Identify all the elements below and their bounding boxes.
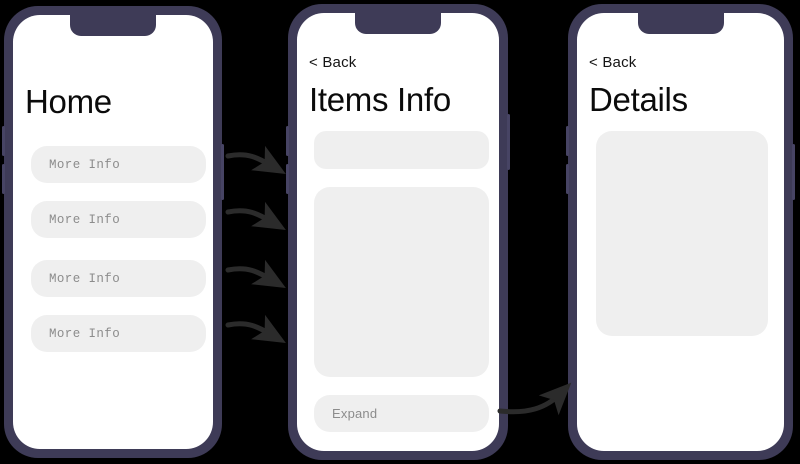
- more-info-label: More Info: [49, 212, 121, 227]
- detail-card: [596, 131, 768, 336]
- power-button[interactable]: [792, 144, 795, 200]
- flow-arrow-4: [225, 314, 286, 343]
- expand-label: Expand: [332, 406, 378, 421]
- phone-notch: [355, 13, 441, 34]
- more-info-button-4[interactable]: More Info: [31, 315, 206, 352]
- page-title-items-info: Items Info: [309, 81, 451, 118]
- phone-notch: [637, 13, 724, 34]
- more-info-button-3[interactable]: More Info: [31, 260, 206, 297]
- flow-arrow-2: [225, 201, 286, 230]
- more-info-button-2[interactable]: More Info: [31, 201, 206, 238]
- page-title-details: Details: [589, 81, 688, 118]
- more-info-label: More Info: [49, 271, 121, 286]
- back-button[interactable]: < Back: [589, 54, 637, 71]
- volume-up-button[interactable]: [2, 126, 5, 156]
- flow-arrow-5: [497, 382, 572, 416]
- phone-mockup-home: Home More Info More Info More Info More …: [2, 6, 224, 458]
- power-button[interactable]: [507, 114, 510, 170]
- expand-button[interactable]: Expand: [314, 395, 489, 432]
- volume-down-button[interactable]: [286, 164, 289, 194]
- screen-details: < Back Details: [577, 13, 784, 451]
- power-button[interactable]: [221, 144, 224, 200]
- screen-items-info: < Back Items Info Expand: [297, 13, 499, 451]
- screen-home: Home More Info More Info More Info More …: [13, 15, 213, 449]
- volume-down-button[interactable]: [566, 164, 569, 194]
- phone-notch: [70, 15, 156, 36]
- page-title-home: Home: [25, 83, 112, 120]
- volume-up-button[interactable]: [566, 126, 569, 156]
- summary-card: [314, 131, 489, 169]
- content-card: [314, 187, 489, 377]
- more-info-label: More Info: [49, 326, 121, 341]
- flow-arrow-3: [225, 259, 286, 288]
- flow-arrow-1: [225, 145, 286, 174]
- volume-up-button[interactable]: [286, 126, 289, 156]
- phone-mockup-items-info: < Back Items Info Expand: [286, 4, 510, 460]
- phone-mockup-details: < Back Details: [566, 4, 795, 460]
- more-info-label: More Info: [49, 157, 121, 172]
- back-button[interactable]: < Back: [309, 54, 357, 71]
- more-info-button-1[interactable]: More Info: [31, 146, 206, 183]
- volume-down-button[interactable]: [2, 164, 5, 194]
